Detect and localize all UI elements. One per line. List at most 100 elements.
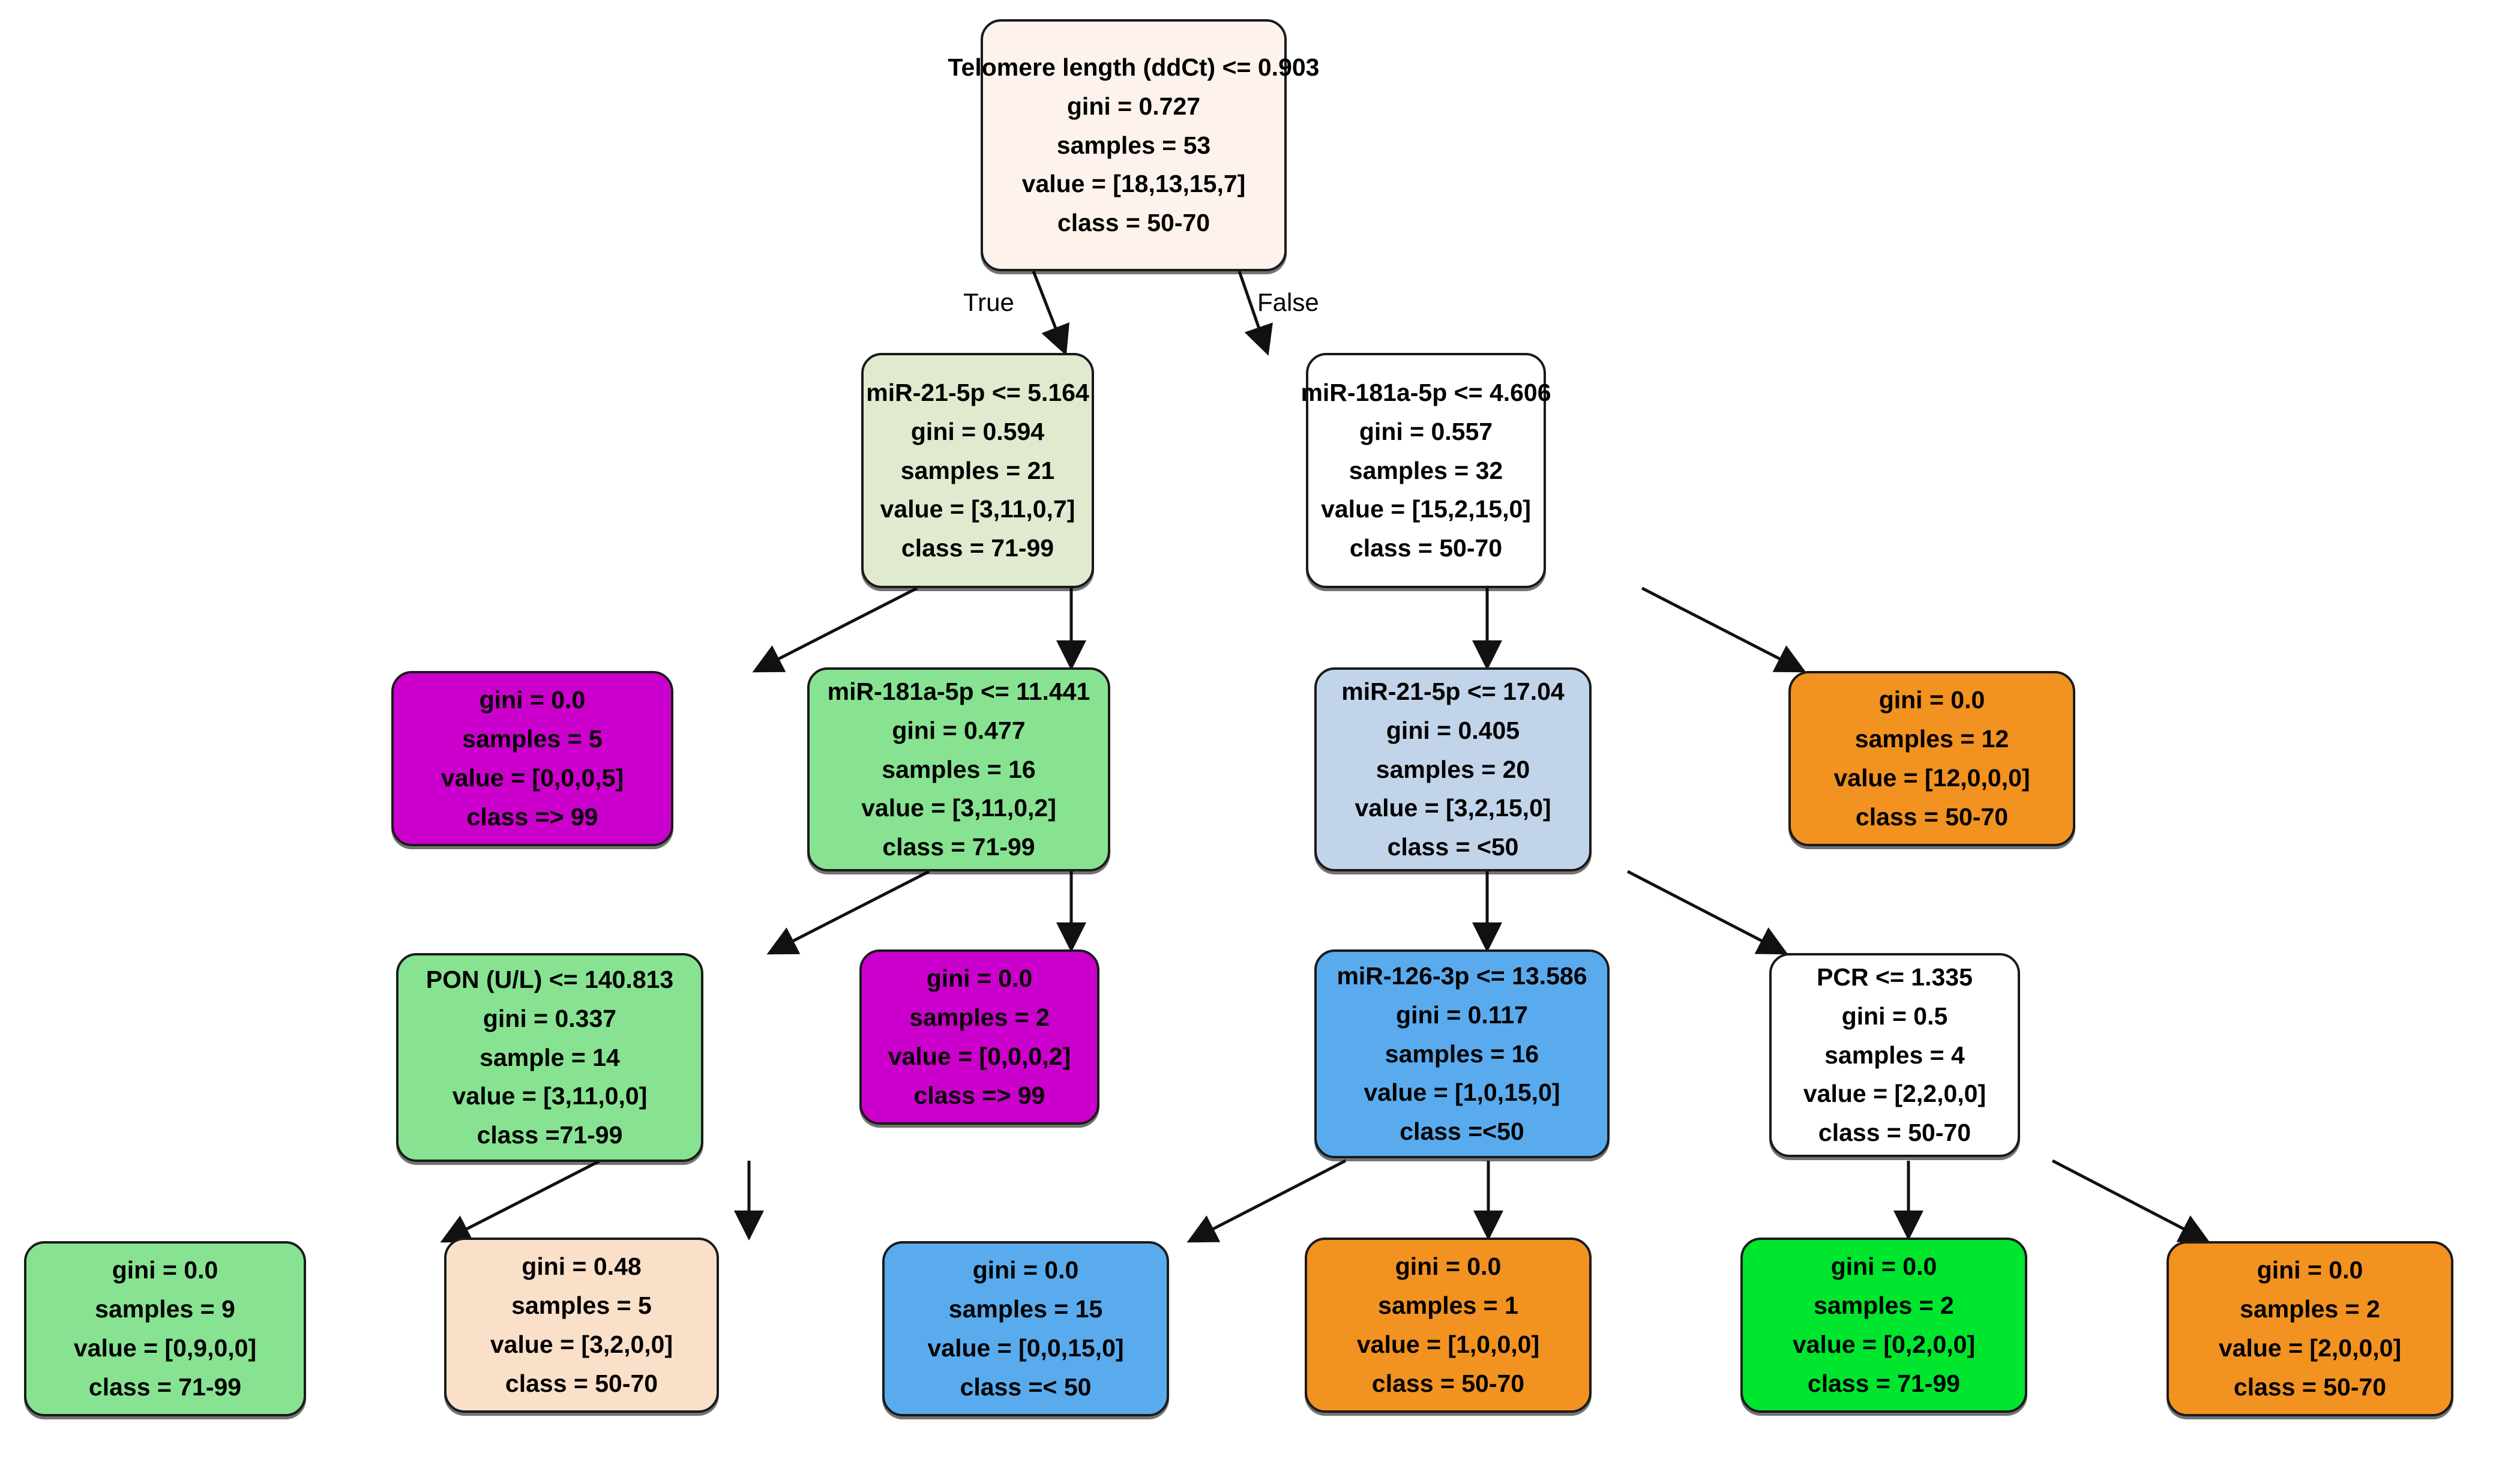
node-stat-line: gini = 0.117 <box>1396 1000 1528 1029</box>
node-stat-line: gini = 0.337 <box>483 1004 617 1032</box>
node-split-condition: miR-181a-5p <= 11.441 <box>827 678 1090 706</box>
tree-node-mir-181a-5p-4606[interactable]: miR-181a-5p <= 4.606 gini = 0.557 samples … <box>1301 353 1551 588</box>
tree-node-leaf-gini0-samples2-class99[interactable]: gini = 0.0 samples = 2 value = [0,0,0,2] cl… <box>859 949 1099 1125</box>
node-stat-line: samples = 21 <box>900 456 1055 484</box>
node-stat-line: value = [15,2,15,0] <box>1321 495 1531 523</box>
node-stat-line: samples = 12 <box>1854 725 2009 753</box>
node-stat-line: sample = 14 <box>480 1043 620 1071</box>
node-stat-line: class = 50-70 <box>1818 1119 1971 1147</box>
node-stat-line: class = 50-70 <box>505 1369 658 1397</box>
node-stat-line: value = [18,13,15,7] <box>1021 170 1246 198</box>
node-stat-line: value = [0,0,15,0] <box>927 1334 1124 1362</box>
tree-leaf-samples2-class71-99[interactable]: gini = 0.0 samples = 2 value = [0,2,0,0] cl… <box>1740 1238 2027 1413</box>
node-stat-line: value = [2,2,0,0] <box>1803 1080 1986 1108</box>
node-stat-line: class => 99 <box>466 802 598 831</box>
node-stat-line: gini = 0.5 <box>1841 1002 1948 1030</box>
node-stat-line: value = [0,9,0,0] <box>73 1334 257 1362</box>
node-stat-line: samples = 16 <box>1385 1039 1539 1068</box>
tree-node-mir-21-5p-5164[interactable]: miR-21-5p <= 5.164 gini = 0.594 samples = … <box>861 353 1094 588</box>
node-stat-line: class =< 50 <box>960 1373 1092 1401</box>
node-stat-line: class =71-99 <box>477 1121 623 1149</box>
edge-n7-to-l1 <box>440 1159 601 1243</box>
node-stat-line: value = [12,0,0,0] <box>1833 764 2030 792</box>
node-stat-line: samples = 32 <box>1349 456 1503 484</box>
node-split-condition: PCR <= 1.335 <box>1817 963 1973 991</box>
edge-n4-to-n7 <box>766 870 930 955</box>
node-stat-line: class = 71-99 <box>882 833 1035 861</box>
node-stat-line: value = [2,0,0,0] <box>2218 1334 2402 1362</box>
node-stat-line: class = 71-99 <box>1807 1369 1961 1397</box>
tree-node-leaf-gini0-samples12[interactable]: gini = 0.0 samples = 12 value = [12,0,0,0]… <box>1788 671 2075 846</box>
tree-leaf-samples1-class50-70[interactable]: gini = 0.0 samples = 1 value = [1,0,0,0] cl… <box>1305 1238 1592 1413</box>
node-stat-line: samples = 20 <box>1376 755 1530 783</box>
node-stat-line: gini = 0.405 <box>1386 716 1520 744</box>
node-stat-line: class => 99 <box>913 1081 1045 1109</box>
node-stat-line: class = 50-70 <box>1057 209 1210 237</box>
node-split-condition: Telomere length (ddCt) <= 0.903 <box>948 53 1320 82</box>
tree-leaf-samples9-class71-99[interactable]: gini = 0.0 samples = 9 value = [0,9,0,0] cl… <box>24 1241 306 1416</box>
node-stat-line: class = 50-70 <box>1855 802 2009 831</box>
node-stat-line: samples = 5 <box>511 1292 652 1320</box>
node-split-condition: miR-21-5p <= 5.164 <box>866 379 1089 407</box>
edge-n9-to-l3 <box>1186 1159 1347 1243</box>
edge-n1-to-n3 <box>752 586 918 673</box>
tree-leaf-samples2-class50-70[interactable]: gini = 0.0 samples = 2 value = [2,0,0,0] cl… <box>2167 1241 2453 1416</box>
node-stat-line: value = [0,2,0,0] <box>1792 1331 1976 1358</box>
node-stat-line: gini = 0.727 <box>1066 92 1201 120</box>
node-stat-line: gini = 0.594 <box>910 417 1045 445</box>
node-stat-line: value = [3,2,15,0] <box>1355 794 1551 822</box>
node-stat-line: class = 71-99 <box>88 1373 242 1401</box>
node-stat-line: value = [3,11,0,7] <box>880 495 1075 523</box>
node-split-condition: miR-181a-5p <= 4.606 <box>1301 379 1551 407</box>
edge-label-false: False <box>1257 288 1319 316</box>
node-stat-line: samples = 2 <box>1814 1292 1954 1320</box>
node-stat-line: samples = 5 <box>462 725 603 753</box>
node-stat-line: value = [3,11,0,0] <box>452 1082 648 1110</box>
node-stat-line: class = 71-99 <box>901 534 1054 562</box>
node-stat-line: samples = 2 <box>909 1003 1050 1032</box>
node-stat-line: value = [0,0,0,2] <box>888 1042 1071 1070</box>
node-stat-line: class =<50 <box>1400 1118 1524 1146</box>
node-split-condition: gini = 0.48 <box>522 1253 642 1281</box>
node-split-condition: gini = 0.0 <box>1830 1253 1937 1281</box>
node-stat-line: samples = 1 <box>1378 1292 1518 1320</box>
node-split-condition: gini = 0.0 <box>1878 686 1985 714</box>
node-stat-line: samples = 16 <box>882 755 1036 783</box>
node-stat-line: samples = 15 <box>948 1295 1103 1323</box>
tree-leaf-samples15-class50[interactable]: gini = 0.0 samples = 15 value = [0,0,15,0]… <box>882 1241 1169 1416</box>
edge-n2-to-n6 <box>1641 586 1806 673</box>
edge-root-to-n1 <box>1032 271 1069 356</box>
tree-node-mir-126-3p-13586[interactable]: miR-126-3p <= 13.586 gini = 0.117 samples … <box>1314 949 1610 1158</box>
node-stat-line: samples = 53 <box>1056 131 1211 159</box>
node-split-condition: gini = 0.0 <box>972 1256 1079 1284</box>
node-stat-line: class = 50-70 <box>1371 1369 1525 1397</box>
tree-node-mir-21-5p-1704[interactable]: miR-21-5p <= 17.04 gini = 0.405 samples = … <box>1314 667 1592 871</box>
node-stat-line: value = [1,0,0,0] <box>1356 1331 1540 1358</box>
node-stat-line: gini = 0.557 <box>1359 417 1493 445</box>
node-stat-line: samples = 4 <box>1824 1041 1965 1069</box>
node-stat-line: class = 50-70 <box>1349 534 1503 562</box>
node-stat-line: class = 50-70 <box>2233 1373 2387 1401</box>
tree-node-root[interactable]: Telomere length (ddCt) <= 0.903 gini = 0.… <box>948 19 1319 271</box>
edge-n10-to-l6 <box>2051 1159 2210 1243</box>
node-split-condition: miR-21-5p <= 17.04 <box>1341 678 1565 706</box>
node-stat-line: samples = 2 <box>2240 1295 2380 1323</box>
tree-node-leaf-gini0-samples5[interactable]: gini = 0.0 samples = 5 value = [0,0,0,5] cl… <box>391 671 673 846</box>
node-split-condition: gini = 0.0 <box>2257 1256 2363 1284</box>
edge-n5-to-n10 <box>1626 870 1788 955</box>
node-split-condition: gini = 0.0 <box>112 1256 218 1284</box>
node-split-condition: gini = 0.0 <box>926 964 1033 993</box>
node-split-condition: gini = 0.0 <box>1395 1253 1502 1281</box>
node-split-condition: miR-126-3p <= 13.586 <box>1337 962 1587 990</box>
tree-node-pcr-1335[interactable]: PCR <= 1.335 gini = 0.5 samples = 4 value =… <box>1769 953 2020 1157</box>
node-split-condition: gini = 0.0 <box>479 686 586 714</box>
node-stat-line: value = [0,0,0,5] <box>441 764 624 792</box>
node-stat-line: value = [1,0,15,0] <box>1364 1078 1560 1107</box>
node-stat-line: class = <50 <box>1387 833 1519 861</box>
node-stat-line: samples = 9 <box>95 1295 235 1323</box>
node-stat-line: value = [3,11,0,2] <box>861 794 1056 822</box>
